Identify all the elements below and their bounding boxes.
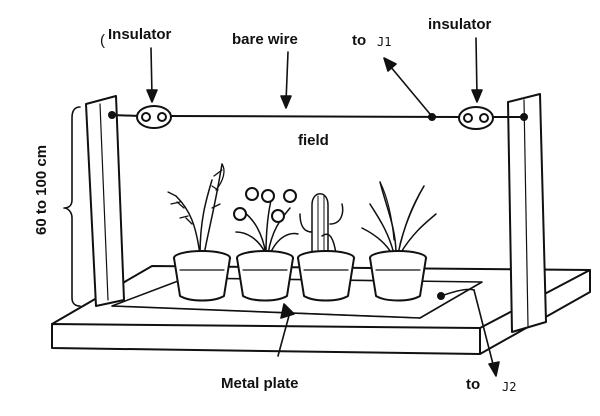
height-range-label: 60 to 100 cm bbox=[33, 144, 50, 235]
plant-pot-1 bbox=[167, 163, 231, 302]
insulator-left bbox=[136, 105, 172, 129]
insulator-left-mark: ( bbox=[100, 32, 105, 49]
to-j2-prefix: to bbox=[466, 376, 481, 393]
plant-pot-3 bbox=[297, 193, 355, 302]
insulator-right-label: insulator bbox=[428, 16, 492, 33]
right-post bbox=[507, 93, 547, 333]
bare-wire bbox=[108, 111, 528, 121]
insulator-left-label: Insulator bbox=[108, 26, 172, 43]
to-j2-code: J2 bbox=[502, 380, 517, 394]
metal-plate-label: Metal plate bbox=[221, 375, 299, 392]
plant-pot-4 bbox=[361, 181, 437, 302]
insulator-right bbox=[458, 106, 494, 130]
left-post bbox=[85, 95, 125, 307]
to-j1-prefix: to bbox=[352, 32, 367, 49]
plant-pot-2 bbox=[233, 187, 299, 302]
bare-wire-label: bare wire bbox=[232, 31, 298, 48]
field-label: field bbox=[298, 132, 329, 149]
to-j1-code: J1 bbox=[377, 35, 392, 49]
height-bracket bbox=[63, 106, 81, 307]
arrows bbox=[146, 37, 500, 377]
